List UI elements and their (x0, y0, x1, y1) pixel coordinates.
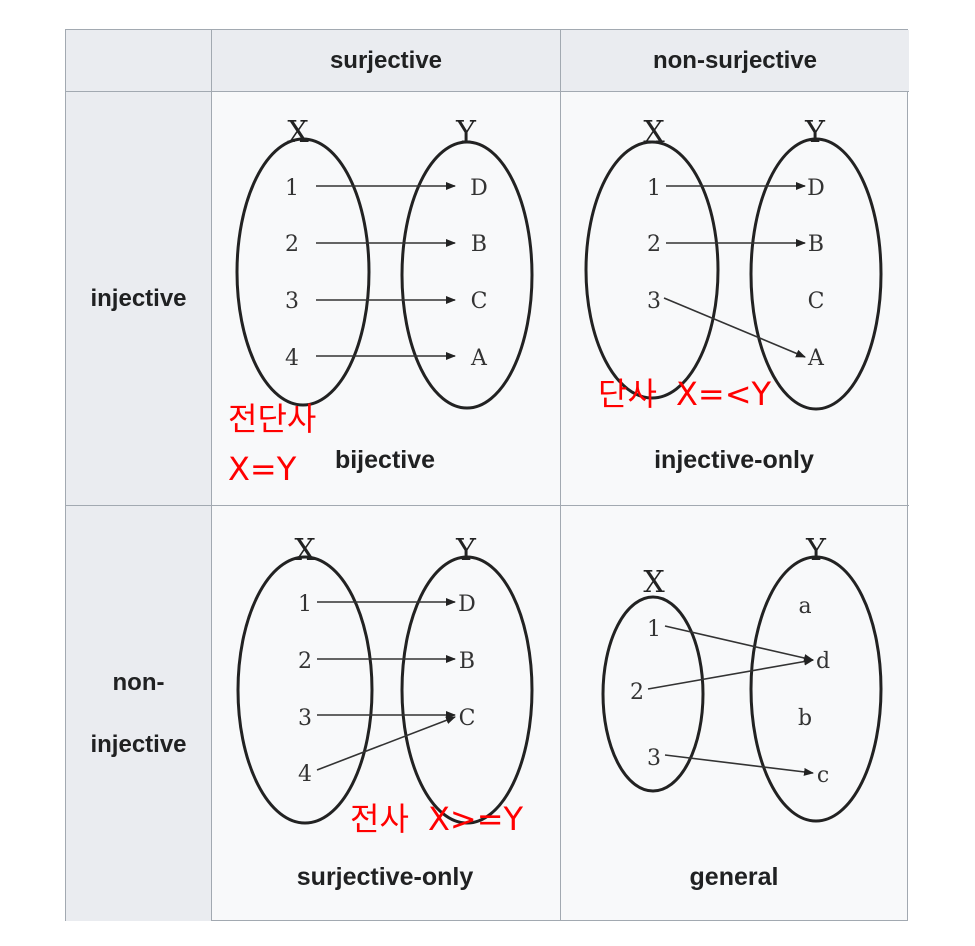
mapping-arrow (664, 754, 814, 776)
codomain-element: C (471, 289, 488, 314)
codomain-element: D (470, 176, 488, 201)
cell-bijective (212, 92, 561, 506)
codomain-element: a (798, 594, 811, 619)
domain-ellipse (235, 137, 371, 407)
surjective-only-diagram: X Y 1 2 3 4 D B C surjective-only (236, 533, 534, 891)
set-y-label: Y (455, 533, 477, 568)
codomain-element: d (816, 649, 830, 674)
codomain-element: C (808, 289, 825, 314)
domain-element: 1 (298, 592, 312, 617)
set-y-label: Y (455, 115, 477, 150)
injective-only-diagram: X Y 1 2 3 D B C A injective-only (584, 115, 883, 474)
codomain-element: b (798, 706, 812, 731)
diagram-caption: injective-only (654, 446, 814, 474)
codomain-element: C (459, 706, 476, 731)
domain-element: 3 (298, 706, 312, 731)
function-types-table: surjective non-surjective injective non-… (65, 29, 909, 921)
set-x-label: X (287, 115, 309, 150)
domain-ellipse (601, 595, 705, 793)
domain-ellipse (584, 140, 720, 400)
annotation-bijective-relation: X=Y (228, 450, 297, 488)
codomain-element: c (817, 763, 829, 788)
codomain-element: A (807, 346, 825, 371)
set-y-label: Y (805, 533, 827, 568)
cell-surjective-only (212, 506, 561, 921)
col-header-surjective: surjective (212, 30, 561, 92)
domain-element: 2 (298, 649, 312, 674)
annotation-bijective-korean: 전단사 (228, 400, 316, 438)
annotation-surjective-korean: 전사 (350, 800, 409, 838)
domain-element: 3 (647, 289, 661, 314)
domain-ellipse (236, 555, 374, 825)
domain-element: 4 (285, 346, 299, 371)
codomain-element: B (808, 232, 824, 257)
codomain-element: A (470, 346, 488, 371)
codomain-ellipse (749, 555, 883, 823)
codomain-element: B (471, 232, 487, 257)
annotation-injective-relation: X=<Y (676, 375, 772, 413)
codomain-ellipse (400, 555, 534, 825)
domain-element: 3 (285, 289, 299, 314)
annotation-surjective-relation: X>=Y (428, 800, 524, 838)
annotations: 전단사 X=Y 단사 X=<Y 전사 X>=Y (228, 375, 772, 838)
diagram-caption: surjective-only (297, 863, 474, 891)
general-diagram: X Y 1 2 3 a d b c general (601, 533, 883, 891)
domain-element: 1 (647, 176, 661, 201)
mapping-arrow (663, 297, 806, 358)
set-y-label: Y (804, 115, 826, 150)
domain-element: 4 (298, 762, 312, 787)
mapping-arrow (316, 716, 456, 771)
codomain-element: D (458, 592, 476, 617)
domain-element: 1 (647, 617, 661, 642)
domain-element: 2 (647, 232, 661, 257)
col-header-non-surjective: non-surjective (561, 30, 909, 92)
bijective-diagram: X Y 1 2 3 4 D B C A bijective (235, 115, 534, 474)
diagram-caption: general (690, 863, 779, 891)
annotation-injective-korean: 단사 (598, 375, 657, 413)
row-header-injective: injective (66, 92, 212, 506)
mapping-arrow (664, 625, 814, 662)
domain-element: 2 (285, 232, 299, 257)
set-x-label: X (294, 533, 316, 568)
corner-header-cell (66, 30, 212, 92)
domain-element: 2 (630, 680, 644, 705)
cell-injective-only (561, 92, 909, 506)
codomain-ellipse (749, 137, 883, 411)
codomain-element: D (807, 176, 825, 201)
set-x-label: X (643, 565, 665, 600)
domain-element: 3 (647, 746, 661, 771)
row-header-non-injective: non- injective (66, 506, 212, 921)
codomain-element: B (459, 649, 475, 674)
diagram-caption: bijective (335, 446, 435, 474)
codomain-ellipse (400, 140, 534, 410)
mapping-arrow (647, 657, 814, 690)
domain-element: 1 (285, 176, 299, 201)
